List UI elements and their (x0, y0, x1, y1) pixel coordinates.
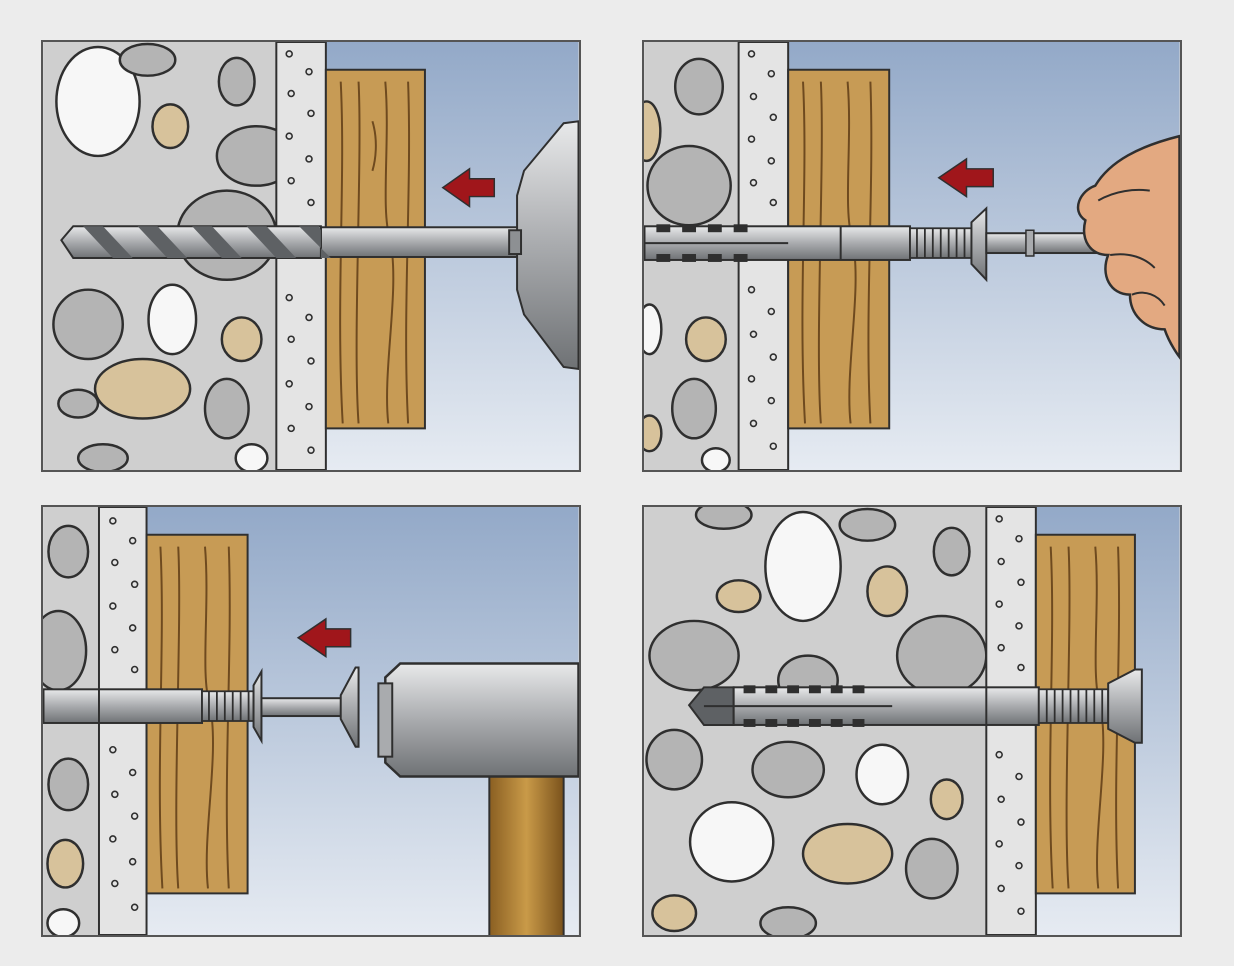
plaster-holes (109, 517, 139, 912)
direction-arrow (296, 617, 352, 659)
wall-stones (645, 507, 988, 935)
direction-arrow (441, 167, 496, 208)
anchor-sleeve (43, 688, 204, 724)
wall-stones (644, 57, 732, 470)
step-2-insert-panel (642, 40, 1182, 472)
hand (1076, 134, 1180, 360)
hammer-head (384, 662, 579, 778)
screw-ring (1025, 229, 1035, 257)
drill-chuck (508, 120, 579, 371)
screw-head (339, 666, 360, 748)
anchor-collar (252, 667, 263, 745)
anchor-sleeve (644, 224, 912, 262)
step-2-illustration (644, 42, 1180, 470)
plaster-holes (285, 50, 315, 454)
direction-arrow (937, 157, 994, 198)
drill-flutes (83, 226, 331, 258)
hammer-handle (488, 768, 565, 935)
anchor-sleeve (703, 685, 1040, 727)
wall-stones (43, 524, 90, 935)
step-3-illustration (43, 507, 579, 935)
anchor-thread (1037, 688, 1110, 724)
step-4-illustration (644, 507, 1180, 935)
anchor-thread (909, 227, 973, 259)
anchor-thread (201, 690, 255, 722)
screw-head (1107, 668, 1143, 744)
step-1-drilling-panel (41, 40, 581, 472)
step-4-result-panel (642, 505, 1182, 937)
anchor-collar (970, 206, 988, 283)
hand-fingers (1097, 188, 1166, 307)
step-3-hammer-panel (41, 505, 581, 937)
step-1-illustration (43, 42, 579, 470)
hammer-face (377, 682, 394, 758)
drill-shank (319, 226, 521, 258)
plaster-holes (995, 515, 1025, 915)
screw-shank (260, 697, 352, 718)
plaster-holes (747, 50, 778, 450)
